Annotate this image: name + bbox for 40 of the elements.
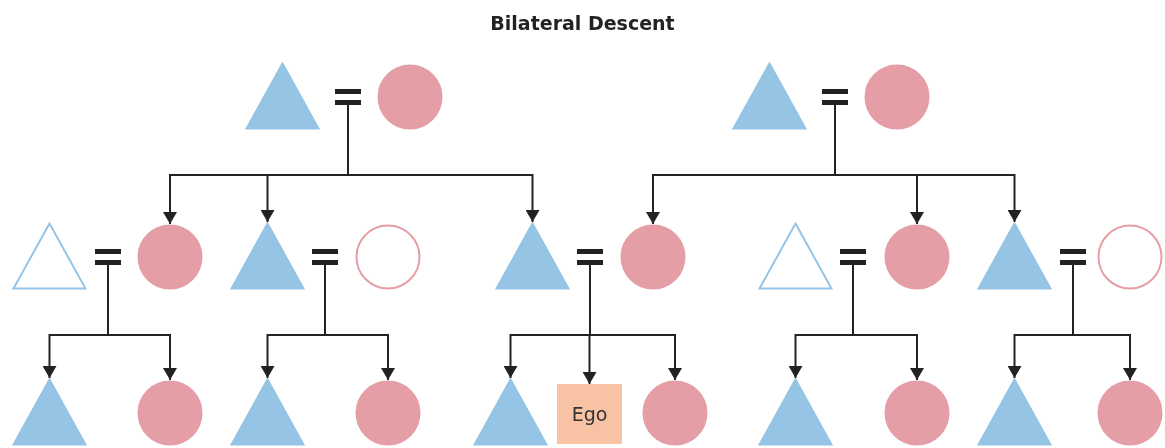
circle-symbol xyxy=(642,380,708,446)
circle-symbol xyxy=(137,224,203,290)
circle-symbol xyxy=(864,64,930,130)
outlined-circle xyxy=(1097,224,1163,290)
triangle-symbol xyxy=(245,62,320,130)
triangle-symbol xyxy=(12,378,87,446)
equals-sign xyxy=(335,89,361,105)
outlined-triangle xyxy=(12,222,87,290)
descent-arrow xyxy=(834,104,1022,223)
equals-sign xyxy=(577,249,603,265)
triangle-symbol xyxy=(977,378,1052,446)
equals-sign xyxy=(822,89,848,105)
equals-sign xyxy=(95,249,121,265)
equals-sign xyxy=(1060,249,1086,265)
equals-sign xyxy=(312,249,338,265)
circle-symbol xyxy=(884,380,950,446)
equals-sign xyxy=(840,249,866,265)
triangle-symbol xyxy=(230,378,305,446)
ego-box: Ego xyxy=(557,384,622,444)
triangle-symbol xyxy=(495,222,570,290)
descent-arrow xyxy=(1072,264,1137,381)
circle-symbol xyxy=(377,64,443,130)
triangle-symbol xyxy=(977,222,1052,290)
triangle-symbol xyxy=(758,378,833,446)
descent-arrow xyxy=(589,264,682,381)
descent-arrow xyxy=(324,264,395,381)
descent-arrow xyxy=(852,264,924,381)
outlined-circle xyxy=(355,224,421,290)
descent-arrow xyxy=(107,264,177,381)
circle-symbol xyxy=(1097,380,1163,446)
circle-symbol xyxy=(884,224,950,290)
descent-arrow xyxy=(347,104,540,223)
outlined-triangle xyxy=(758,222,833,290)
diagram-title: Bilateral Descent xyxy=(490,12,675,34)
triangle-symbol xyxy=(230,222,305,290)
circle-symbol xyxy=(620,224,686,290)
triangle-symbol xyxy=(732,62,807,130)
circle-symbol xyxy=(137,380,203,446)
circle-symbol xyxy=(355,380,421,446)
triangle-symbol xyxy=(473,378,548,446)
